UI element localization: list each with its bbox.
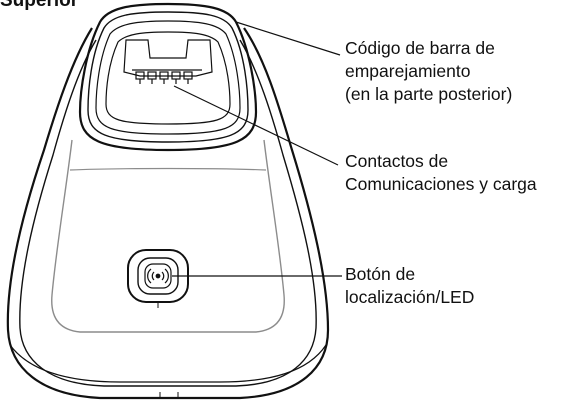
cradle-base-band xyxy=(9,344,327,383)
callout-charging-contacts: Contactos de Comunicaciones y carga xyxy=(345,150,537,196)
callout-line: Botón de xyxy=(345,264,416,284)
cradle-outer-body xyxy=(6,27,330,400)
charging-contacts xyxy=(132,69,202,84)
cradle-front-panel xyxy=(51,139,285,333)
callout-line: localización/LED xyxy=(345,287,475,307)
callout-pairing-barcode: Código de barra de emparejamiento (en la… xyxy=(345,37,512,106)
callout-locate-button: Botón de localización/LED xyxy=(345,263,474,309)
cradle-cup-outer xyxy=(78,2,258,152)
callout-line: (en la parte posterior) xyxy=(345,84,513,104)
callout-line: Código de barra de xyxy=(345,38,495,58)
radio-waves-icon xyxy=(147,268,169,284)
leader-line-contacts xyxy=(173,85,339,166)
callout-line: emparejamiento xyxy=(345,61,471,81)
callout-line: Comunicaciones y carga xyxy=(345,174,537,194)
cradle-cup-well xyxy=(105,31,231,125)
locate-button xyxy=(127,249,189,308)
section-heading: Superior xyxy=(0,0,79,11)
cradle-outer-rim xyxy=(19,39,317,387)
connector-socket xyxy=(123,39,213,77)
leader-line-barcode xyxy=(235,21,341,56)
callout-line: Contactos de xyxy=(345,151,449,171)
